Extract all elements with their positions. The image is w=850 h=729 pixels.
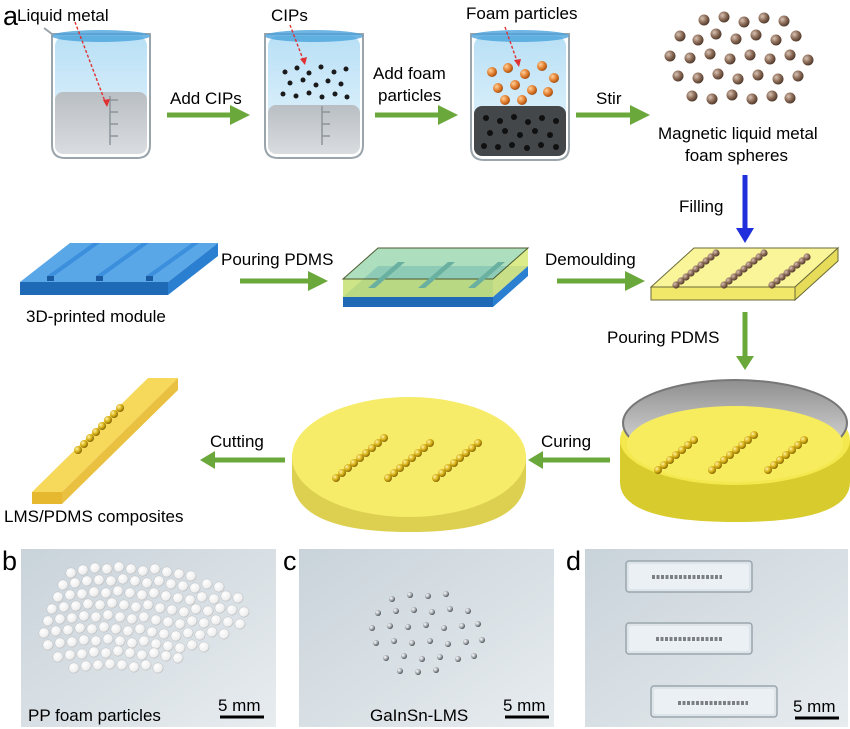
beaker-foam bbox=[470, 26, 570, 161]
petri-dish bbox=[620, 379, 850, 522]
label-spheres-2: foam spheres bbox=[685, 146, 788, 165]
beaker-liquid-metal bbox=[43, 21, 151, 159]
label-cutting: Cutting bbox=[210, 432, 264, 451]
panel-letter-c: c bbox=[283, 546, 297, 576]
label-demoulding: Demoulding bbox=[545, 250, 636, 269]
panel-letter-b: b bbox=[2, 546, 17, 576]
label-lms-pdms-composites: LMS/PDMS composites bbox=[4, 507, 184, 526]
panel-letter-d: d bbox=[566, 546, 581, 576]
label-add-cips: Add CIPs bbox=[170, 89, 242, 108]
printed-module bbox=[20, 243, 218, 295]
photo-composite-strips bbox=[585, 549, 848, 727]
panel-letter-a: a bbox=[3, 1, 19, 31]
label-3d-printed-module: 3D-printed module bbox=[26, 307, 166, 326]
composite-strip bbox=[625, 560, 753, 593]
label-filling: Filling bbox=[679, 197, 723, 216]
lms-pdms-strip bbox=[32, 378, 178, 504]
label-cips: CIPs bbox=[271, 6, 308, 25]
label-add-foam-2: particles bbox=[378, 86, 441, 105]
photo-gainsn-lms bbox=[299, 549, 554, 727]
label-spheres-1: Magnetic liquid metal bbox=[658, 124, 818, 143]
label-pouring-pdms-2: Pouring PDMS bbox=[607, 328, 719, 347]
label-pouring-pdms-1: Pouring PDMS bbox=[221, 250, 333, 269]
label-foam-particles: Foam particles bbox=[466, 4, 577, 23]
cured-disc bbox=[292, 397, 526, 532]
pdms-mould-filled bbox=[649, 246, 840, 302]
scale-bar-c: 5 mm bbox=[503, 696, 546, 715]
scale-bar-d: 5 mm bbox=[793, 697, 836, 716]
composite-strip bbox=[625, 622, 753, 655]
label-add-foam-1: Add foam bbox=[373, 64, 446, 83]
label-liquid-metal: Liquid metal bbox=[17, 6, 109, 25]
composite-strip bbox=[650, 685, 778, 718]
caption-pp-foam-particles: PP foam particles bbox=[28, 706, 161, 725]
caption-gainsn-lms: GaInSn-LMS bbox=[370, 706, 468, 725]
photo-pp-foam-particles bbox=[21, 549, 276, 727]
label-curing: Curing bbox=[541, 432, 591, 451]
magnetic-spheres-cluster bbox=[664, 11, 814, 105]
module-with-pdms bbox=[341, 247, 530, 307]
beaker-cips bbox=[264, 24, 364, 159]
scale-bar-b: 5 mm bbox=[218, 696, 261, 715]
label-stir: Stir bbox=[596, 89, 622, 108]
